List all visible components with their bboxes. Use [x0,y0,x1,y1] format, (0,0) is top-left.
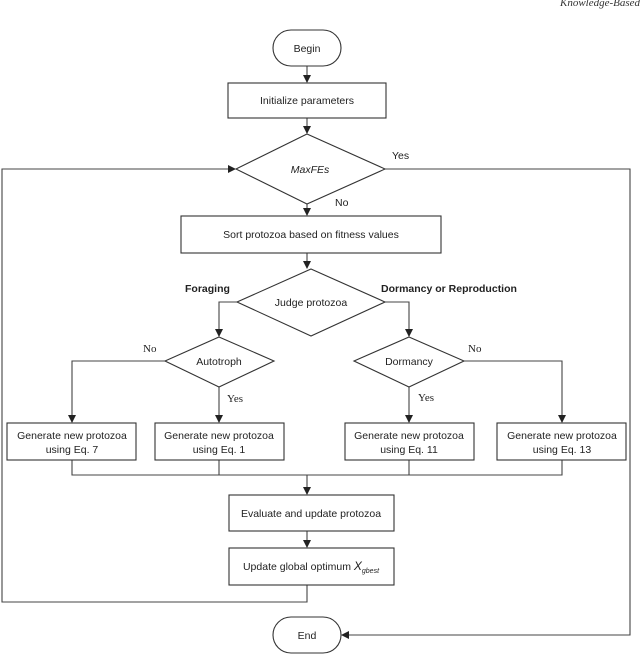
arrow-autotroph-no [68,360,165,423]
gen-eq11-line2: using Eq. 11 [380,444,438,456]
arrow-judge-autotroph [215,301,237,337]
arrow-maxfes-end [341,168,631,639]
label-autotroph-yes: Yes [227,393,243,405]
gen-eq13-box: Generate new protozoa using Eq. 13 [496,422,627,461]
sort-label: Sort protozoa based on fitness values [223,229,399,241]
label-foraging: Foraging [185,283,230,295]
begin-label: Begin [294,43,321,55]
begin-terminal: Begin [272,29,342,67]
connectors [1,66,631,639]
label-maxfes-yes: Yes [392,150,409,162]
gen-eq13-line2: using Eq. 13 [533,444,592,456]
merge-line [71,460,563,476]
label-maxfes-no: No [335,197,349,209]
gen-eq1-line1: Generate new protozoa [164,430,274,442]
update-box: Update global optimum Xgbest [228,547,395,586]
sort-box: Sort protozoa based on fitness values [180,215,442,254]
gen-eq1-box: Generate new protozoa using Eq. 1 [154,422,285,461]
gen-eq1-line2: using Eq. 1 [193,444,246,456]
judge-label: Judge protozoa [275,297,348,309]
update-sub: gbest [362,568,380,575]
arrow-judge-dormancy [385,301,413,337]
arrow-dormancy-no [464,360,566,423]
update-var: X [353,559,363,573]
gen-eq7-box: Generate new protozoa using Eq. 7 [6,422,137,461]
label-dormancy-or-reproduction: Dormancy or Reproduction [381,283,517,295]
dormancy-label: Dormancy [385,356,434,368]
init-box: Initialize parameters [227,82,387,119]
arrow-loop-back [1,165,308,603]
gen-eq11-line1: Generate new protozoa [354,430,464,442]
autotroph-label: Autotroph [196,356,242,368]
end-terminal: End [272,616,342,654]
gen-eq7-line2: using Eq. 7 [46,444,99,456]
update-text: Update global optimum [243,561,354,573]
end-label: End [298,630,317,642]
label-autotroph-no: No [143,343,157,355]
maxfes-label: MaxFEs [291,164,330,176]
judge-decision: Judge protozoa [235,268,387,337]
label-dormancy-yes: Yes [418,392,434,404]
running-title: Knowledge-Based [559,0,640,9]
autotroph-decision: Autotroph [163,336,276,388]
label-dormancy-no: No [468,343,482,355]
update-label: Update global optimum Xgbest [243,559,380,575]
evaluate-box: Evaluate and update protozoa [228,494,395,532]
init-label: Initialize parameters [260,95,354,107]
gen-eq11-box: Generate new protozoa using Eq. 11 [344,422,475,461]
gen-eq13-line1: Generate new protozoa [507,430,617,442]
dormancy-decision: Dormancy [352,336,466,388]
evaluate-label: Evaluate and update protozoa [241,508,381,520]
maxfes-decision: MaxFEs [234,133,387,205]
gen-eq7-line1: Generate new protozoa [17,430,127,442]
